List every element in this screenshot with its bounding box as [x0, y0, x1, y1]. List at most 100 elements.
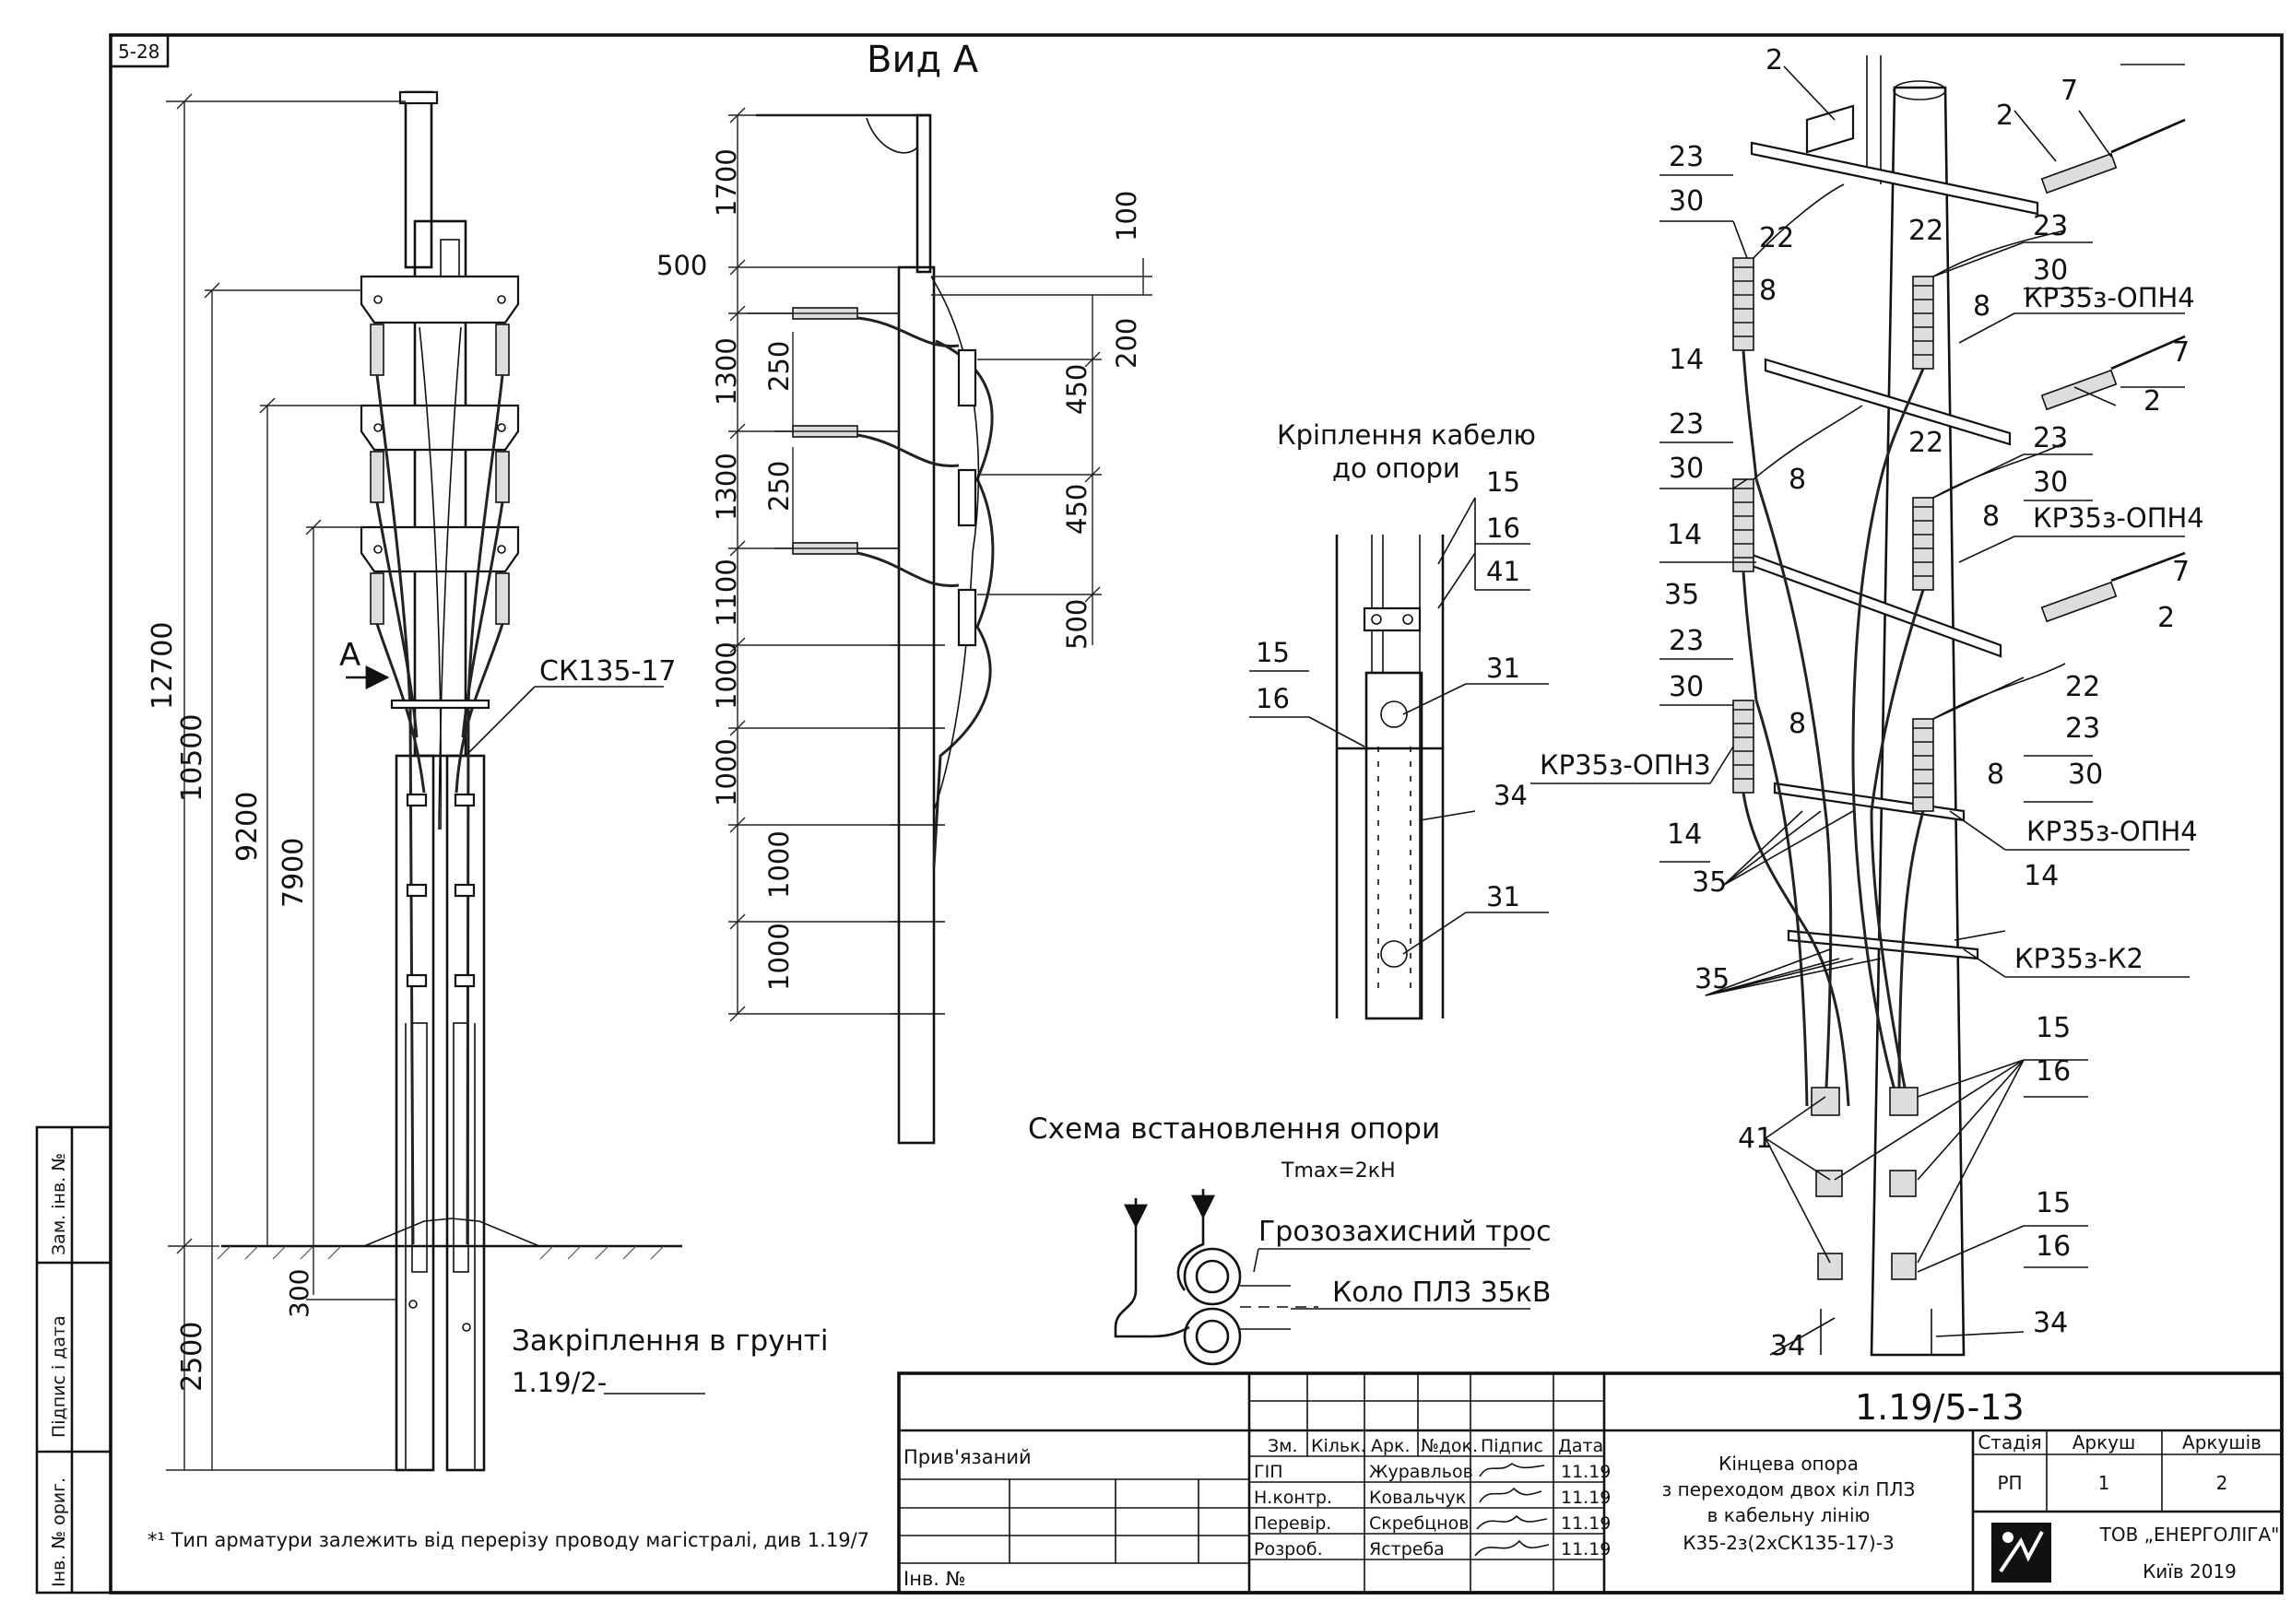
dv-7-c: 7 — [2172, 556, 2190, 588]
dv-22-a: 22 — [1759, 222, 1794, 254]
dv-23-b: 23 — [2033, 210, 2068, 242]
tb-city-year: Київ 2019 — [2143, 1560, 2237, 1583]
dv-30-a: 30 — [1669, 185, 1704, 218]
tb-inv-no: Інв. № — [903, 1568, 966, 1590]
va-dim-1100: 1100 — [711, 559, 742, 627]
dv-8-c: 8 — [1789, 464, 1806, 496]
cable-fix-title-2: до опори — [1332, 453, 1460, 484]
dv-16-a: 16 — [2036, 1055, 2071, 1088]
main-elevation: 12700 10500 9200 7900 300 2500 A СК135-1… — [147, 90, 828, 1472]
cf-label-16a: 16 — [1486, 512, 1520, 544]
tb-r3-role: Перевір. — [1254, 1513, 1331, 1534]
va-dim-1300b: 1300 — [711, 453, 742, 521]
cable-fix-detail: Кріплення кабелю до опори — [1249, 419, 1549, 1020]
tb-doc-code: 1.19/5-13 — [1855, 1387, 2025, 1428]
dv-23-c: 23 — [1669, 408, 1704, 441]
dv-23-e: 23 — [1669, 625, 1704, 657]
tb-sheets-header: Аркушів — [2182, 1431, 2261, 1453]
tb-r1-name: Журавльов — [1369, 1462, 1473, 1482]
schema-rope-label: Грозозахисний трос — [1258, 1216, 1552, 1248]
dv-22-d: 22 — [2065, 671, 2100, 703]
cf-label-31a: 31 — [1486, 653, 1520, 684]
tb-r1-date: 11.19 — [1561, 1462, 1611, 1482]
va-dim-1000d: 1000 — [763, 923, 795, 991]
dv-35-c: 35 — [1695, 963, 1730, 995]
dv-35-b: 35 — [1692, 866, 1727, 899]
tb-r1-role: ГІП — [1254, 1462, 1282, 1482]
va-dim-100: 100 — [1111, 191, 1142, 241]
dv-code-opn3: КР35з-ОПН3 — [1540, 749, 1711, 781]
dv-14-a: 14 — [1669, 344, 1704, 376]
dim-12700: 12700 — [147, 622, 179, 710]
va-dim-500: 500 — [1061, 599, 1092, 650]
va-dim-450a: 450 — [1061, 364, 1092, 415]
dv-34-a: 34 — [1770, 1330, 1805, 1362]
dv-23-f: 23 — [2065, 712, 2100, 745]
tb-h-sign: Підпис — [1481, 1436, 1543, 1456]
dv-2-c: 2 — [2157, 602, 2175, 634]
tb-h-sheet: Арк. — [1371, 1436, 1411, 1456]
dv-30-f: 30 — [2068, 759, 2103, 791]
detail-view: 2 7 2 23 30 22 22 23 30 8 8 7 2 14 23 30… — [1530, 44, 2204, 1362]
tb-r4-name: Ястреба — [1369, 1539, 1445, 1559]
schema-tension: Tmax=2кН — [1281, 1159, 1396, 1183]
va-dim-250b: 250 — [763, 461, 795, 512]
tb-attached: Прив'язаний — [903, 1446, 1032, 1468]
dv-30-b: 30 — [2033, 254, 2068, 287]
cf-label-15a: 15 — [1486, 466, 1520, 498]
va-dim-450b: 450 — [1061, 484, 1092, 535]
dv-2-a: 2 — [1996, 100, 2013, 132]
va-dim-1300a: 1300 — [711, 337, 742, 406]
signature-marks — [1474, 1463, 1550, 1557]
dv-22-b: 22 — [1908, 215, 1943, 247]
va-dim-500: 500 — [656, 250, 707, 281]
schema-circuit-label: Коло ПЛЗ 35кВ — [1332, 1277, 1551, 1309]
sheet-id: 5-28 — [118, 41, 159, 63]
cf-label-34: 34 — [1494, 780, 1528, 811]
tb-sheet-header: Аркуш — [2073, 1431, 2136, 1453]
dv-35-a: 35 — [1664, 579, 1699, 611]
view-a: Вид А — [656, 39, 1152, 1145]
dv-14-c: 14 — [1667, 818, 1702, 851]
tb-sheet: 1 — [2098, 1472, 2110, 1494]
cf-label-41: 41 — [1486, 556, 1520, 587]
installation-schema: Схема встановлення опори Tmax=2кН Грозоз… — [1028, 1112, 1552, 1366]
va-dim-1000c: 1000 — [763, 830, 795, 899]
view-a-title: Вид А — [867, 39, 979, 81]
dv-15-b: 15 — [2036, 1187, 2071, 1219]
dim-10500: 10500 — [176, 714, 208, 802]
foundation-ref: 1.19/2- — [512, 1367, 607, 1398]
dv-30-d: 30 — [2033, 466, 2068, 499]
va-dim-1000b: 1000 — [711, 738, 742, 806]
tb-company: ТОВ „ЕНЕРГОЛІГА" — [2099, 1524, 2280, 1546]
dv-23-d: 23 — [2033, 422, 2068, 454]
view-marker-a: A — [339, 637, 360, 674]
tb-h-zm: Зм. — [1268, 1436, 1298, 1456]
cable-fix-title-1: Кріплення кабелю — [1277, 419, 1536, 451]
dv-8-b: 8 — [1973, 290, 1990, 323]
tb-r4-date: 11.19 — [1561, 1539, 1611, 1559]
tb-desc-2: з переходом двох кіл ПЛЗ — [1662, 1478, 1916, 1500]
dim-300: 300 — [284, 1269, 314, 1318]
dv-8-a: 8 — [1759, 275, 1777, 307]
dv-2-b: 2 — [2143, 385, 2161, 418]
dv-7-b: 7 — [2172, 336, 2190, 369]
dv-code-opn4-a: КР35з-ОПН4 — [2024, 282, 2195, 313]
tb-stage-header: Стадія — [1978, 1431, 2041, 1453]
dv-30-c: 30 — [1669, 453, 1704, 485]
cf-label-31b: 31 — [1486, 881, 1520, 912]
tb-r2-date: 11.19 — [1561, 1488, 1611, 1508]
dv-7-a: 7 — [2061, 75, 2078, 107]
schema-title: Схема встановлення опори — [1028, 1112, 1440, 1146]
footnote: *¹ Тип арматури залежить від перерізу пр… — [148, 1529, 869, 1551]
dv-8-f: 8 — [1987, 759, 2004, 791]
dv-34-b: 34 — [2033, 1307, 2068, 1339]
dv-16-b: 16 — [2036, 1230, 2071, 1263]
dv-code-k2: КР35з-К2 — [2014, 943, 2143, 974]
dv-41: 41 — [1738, 1123, 1773, 1155]
dv-15-a: 15 — [2036, 1012, 2071, 1044]
dim-2500: 2500 — [176, 1322, 208, 1392]
dv-8-d: 8 — [1982, 500, 2000, 533]
